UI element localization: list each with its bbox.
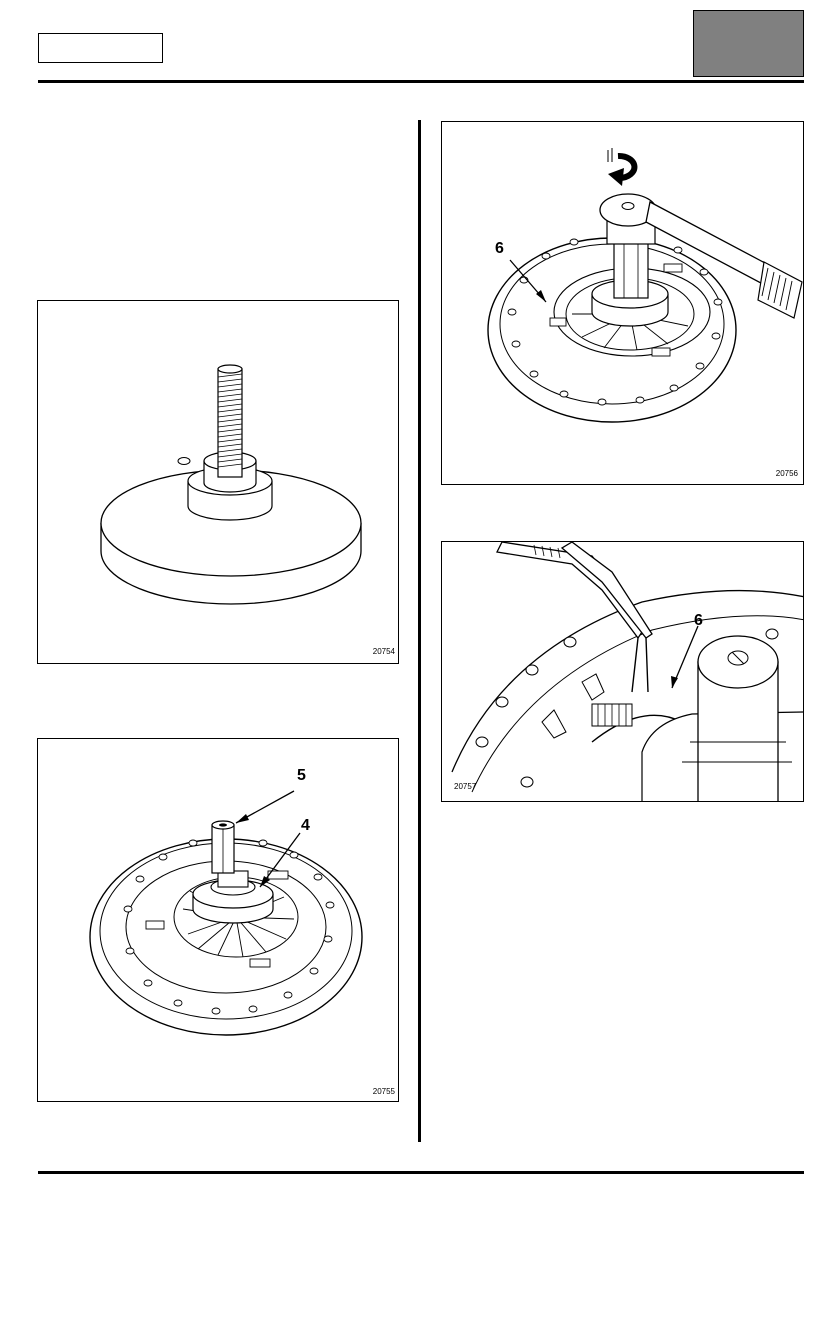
callout-6: 6 bbox=[694, 612, 703, 629]
callout-5: 5 bbox=[297, 767, 306, 784]
centering-tool-illustration bbox=[100, 364, 362, 605]
wrench-clutch-illustration bbox=[487, 148, 803, 423]
callout-6: 6 bbox=[495, 240, 504, 257]
figure-centering-tool: 20754 bbox=[37, 300, 399, 664]
section-tab bbox=[693, 10, 804, 77]
header-rule bbox=[38, 80, 804, 83]
figure-ref: 20755 bbox=[372, 1087, 395, 1096]
figure-ref: 20756 bbox=[775, 469, 798, 478]
figure-wrench-on-clutch: 6 20756 bbox=[441, 121, 804, 485]
figure-tool-on-clutch: 5 4 20755 bbox=[37, 738, 399, 1102]
column-divider bbox=[418, 120, 421, 1142]
figure-circlip-pliers: 6 20757 bbox=[441, 541, 804, 802]
header-label-box bbox=[38, 33, 163, 63]
figure-ref: 20754 bbox=[372, 647, 395, 656]
footer-rule bbox=[38, 1171, 804, 1174]
clutch-with-tool-illustration bbox=[89, 790, 363, 1036]
circlip-pliers-illustration bbox=[451, 542, 803, 801]
callout-4: 4 bbox=[301, 817, 310, 834]
figure-ref: 20757 bbox=[454, 782, 477, 791]
